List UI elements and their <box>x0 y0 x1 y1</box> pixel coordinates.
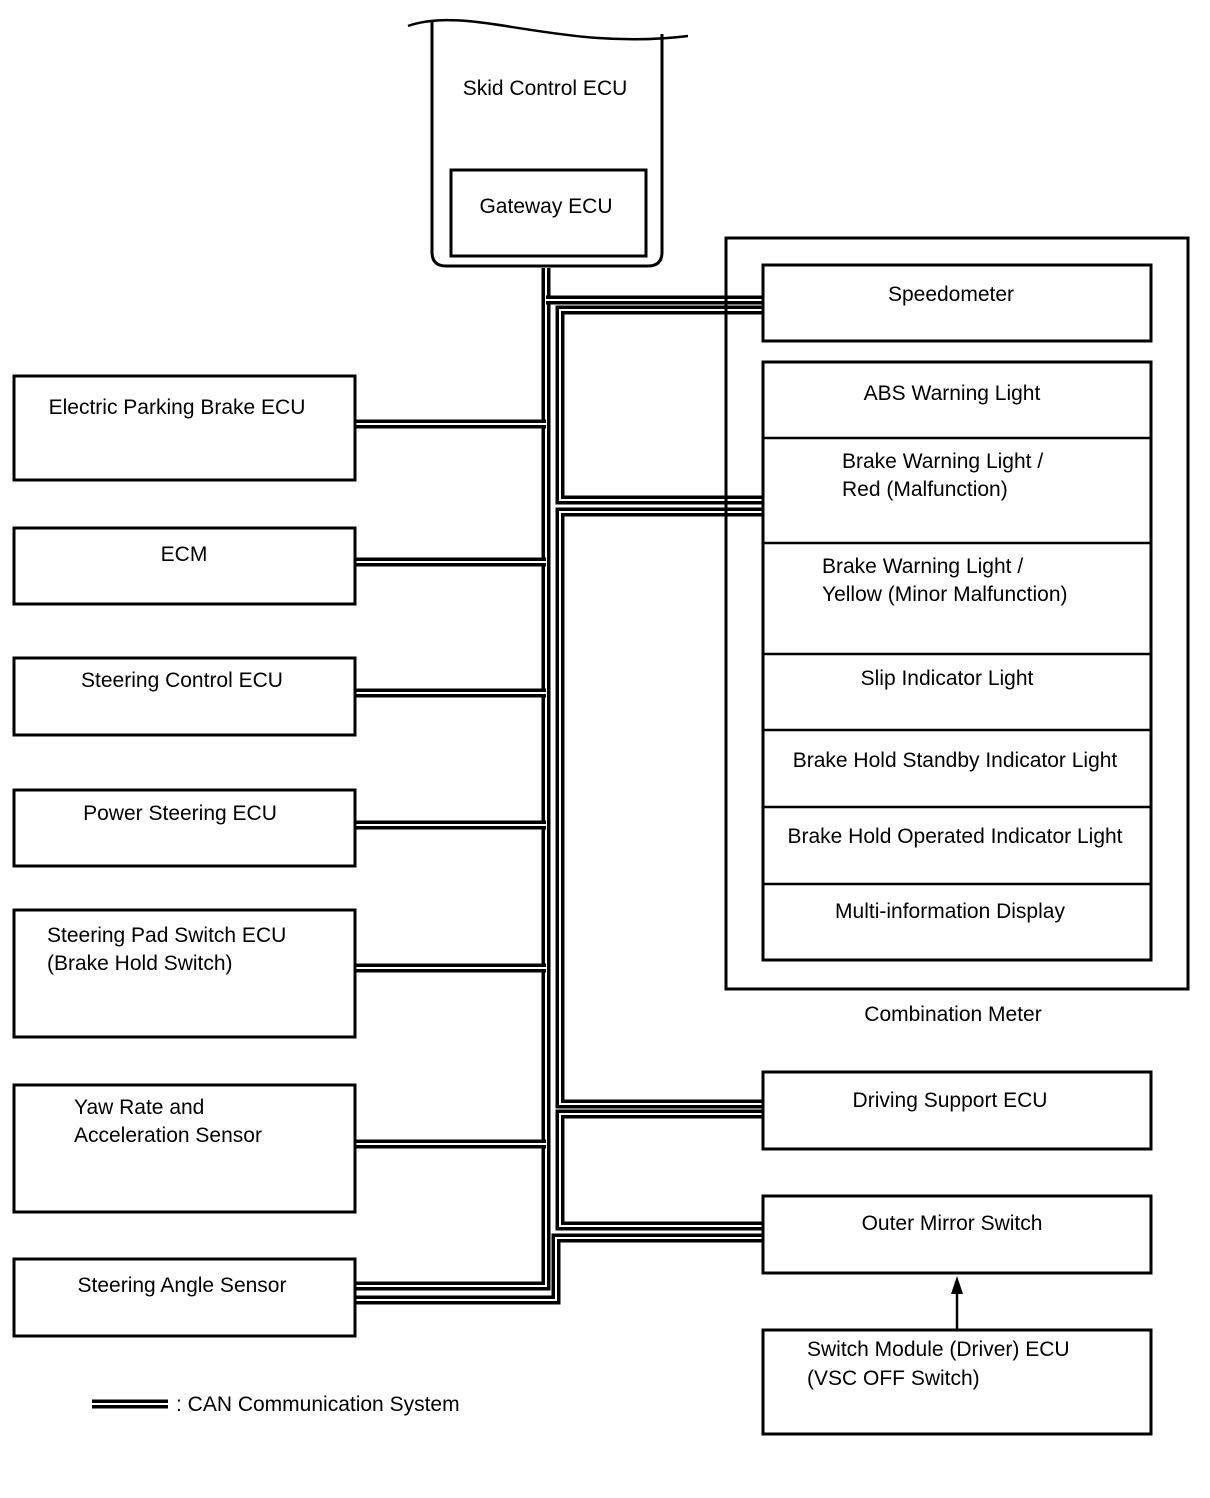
legend: : CAN Communication System <box>92 1393 460 1416</box>
node-switch-module-driver-ecu: Switch Module (Driver) ECU (VSC OFF Swit… <box>761 1328 1153 1436</box>
node-label: Steering Angle Sensor <box>78 1274 287 1297</box>
node-outer-mirror-switch: Outer Mirror Switch <box>761 1194 1153 1275</box>
node-ecm: ECM <box>12 526 357 606</box>
combination-meter-label: Combination Meter <box>864 1003 1041 1026</box>
gateway-ecu-box <box>449 168 648 258</box>
node-steering-control-ecu: Steering Control ECU <box>12 656 357 737</box>
node-steering-pad-switch-ecu: Steering Pad Switch ECU (Brake Hold Swit… <box>12 908 357 1039</box>
brake-warning-red-line2: Red (Malfunction) <box>842 478 1008 501</box>
node-label: ECM <box>161 543 208 566</box>
can-wire-driving-support-to-mirror <box>555 1109 762 1231</box>
node-steering-angle-sensor: Steering Angle Sensor <box>12 1257 357 1338</box>
can-wire-speedometer-to-meter <box>555 305 762 505</box>
node-label-line1: Switch Module (Driver) ECU <box>807 1338 1070 1361</box>
node-label-line1: Steering Pad Switch ECU <box>47 924 286 947</box>
skid-control-ecu: Skid Control ECU Gateway ECU <box>407 18 689 268</box>
can-bus-wires <box>355 268 762 1305</box>
multi-information-display-label: Multi-information Display <box>835 900 1065 923</box>
skid-control-ecu-label: Skid Control ECU <box>463 77 628 100</box>
brake-hold-standby-label: Brake Hold Standby Indicator Light <box>793 749 1118 772</box>
speedometer-label: Speedometer <box>888 283 1014 306</box>
slip-indicator-label: Slip Indicator Light <box>861 667 1034 690</box>
node-label: Power Steering ECU <box>83 802 277 825</box>
can-wire-mirror-to-steering-angle <box>355 1233 762 1305</box>
abs-warning-light-label: ABS Warning Light <box>864 382 1041 405</box>
node-label: Steering Control ECU <box>81 669 283 692</box>
node-label: Driving Support ECU <box>853 1089 1048 1112</box>
can-wire-meter-to-driving-support <box>555 507 762 1109</box>
node-electric-parking-brake-ecu: Electric Parking Brake ECU <box>12 374 357 482</box>
brake-warning-yellow-line2: Yellow (Minor Malfunction) <box>822 583 1068 606</box>
node-power-steering-ecu: Power Steering ECU <box>12 788 357 868</box>
speedometer-box <box>761 263 1153 343</box>
node-label-line2: (Brake Hold Switch) <box>47 952 233 975</box>
arrow-switch-module-to-mirror <box>951 1276 963 1330</box>
arrow-up-icon <box>951 1276 963 1294</box>
can-wire-skid-to-left-trunk <box>355 268 551 1291</box>
left-nodes: Electric Parking Brake ECU ECM Steering … <box>12 374 357 1338</box>
node-yaw-rate-sensor: Yaw Rate and Acceleration Sensor <box>12 1083 357 1214</box>
combination-meter: Speedometer ABS Warning Light Brake Warn… <box>724 236 1190 1026</box>
combination-meter-frame <box>724 236 1190 991</box>
warning-lights-panel <box>761 360 1153 962</box>
node-label-line2: Acceleration Sensor <box>74 1124 262 1147</box>
legend-label: : CAN Communication System <box>176 1393 460 1416</box>
node-label: Electric Parking Brake ECU <box>49 396 306 419</box>
node-label: Outer Mirror Switch <box>862 1212 1043 1235</box>
brake-hold-operated-label: Brake Hold Operated Indicator Light <box>787 825 1122 848</box>
right-nodes: Driving Support ECU Outer Mirror Switch … <box>761 1070 1153 1436</box>
node-label-line1: Yaw Rate and <box>74 1096 204 1119</box>
node-driving-support-ecu: Driving Support ECU <box>761 1070 1153 1151</box>
node-label-line2: (VSC OFF Switch) <box>807 1367 980 1390</box>
brake-warning-yellow-line1: Brake Warning Light / <box>822 555 1023 578</box>
brake-warning-red-line1: Brake Warning Light / <box>842 450 1043 473</box>
gateway-ecu-label: Gateway ECU <box>479 195 612 218</box>
